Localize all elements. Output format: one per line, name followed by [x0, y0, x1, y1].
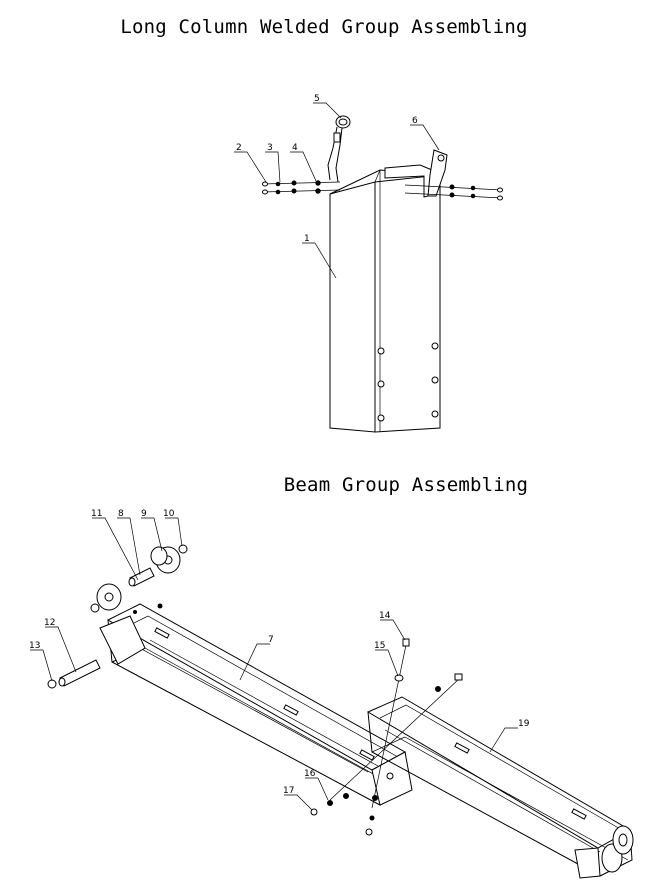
callout-7: 7: [268, 635, 274, 645]
callout-3: 3: [267, 143, 273, 153]
callout-16: 16: [304, 769, 316, 779]
callout-1: 1: [304, 234, 310, 244]
long-column: [329, 169, 441, 433]
callout-19: 19: [518, 719, 530, 729]
beam-right: [366, 696, 634, 879]
pulley-parts: [47, 544, 188, 689]
callout-9: 9: [141, 509, 147, 519]
callout-6: 6: [412, 116, 418, 126]
callout-13: 13: [29, 641, 40, 651]
beam-leaders: [30, 517, 518, 811]
part-5-hook: [327, 115, 351, 183]
column-assembly-title: Long Column Welded Group Assembling: [120, 16, 528, 38]
callout-11: 11: [91, 509, 102, 519]
beam-left: [99, 603, 413, 806]
callout-10: 10: [163, 509, 175, 519]
callout-8: 8: [118, 509, 124, 519]
callout-17: 17: [283, 786, 294, 796]
callout-14: 14: [379, 611, 391, 621]
left-fasteners: [261, 180, 341, 195]
joint-bolts: [310, 638, 463, 836]
callout-12: 12: [44, 618, 55, 628]
callout-2: 2: [236, 143, 242, 153]
part-6-bracket: [384, 149, 448, 198]
beam-assembly-title: Beam Group Assembling: [283, 474, 529, 496]
callout-4: 4: [292, 143, 298, 153]
right-fasteners: [404, 184, 503, 201]
column-leaders: [234, 102, 440, 279]
callout-5: 5: [314, 94, 320, 104]
callout-15: 15: [374, 641, 385, 651]
